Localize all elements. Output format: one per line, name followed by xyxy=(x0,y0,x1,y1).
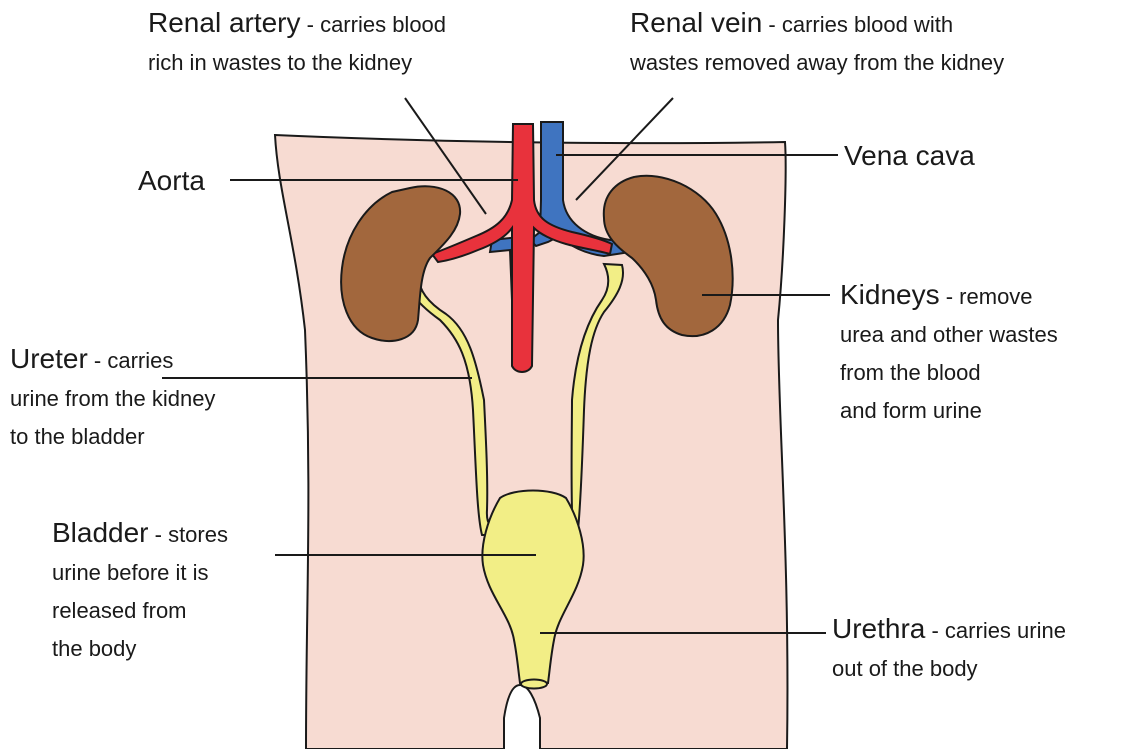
aorta-label: Aorta xyxy=(138,162,205,202)
bladder-label: Bladder - stores urine before it is rele… xyxy=(52,514,228,668)
urethra-opening-icon xyxy=(521,680,547,689)
ureter-desc-3: to the bladder xyxy=(10,418,215,456)
bladder-desc-3: released from xyxy=(52,592,228,630)
renal-artery-desc-2: rich in wastes to the kidney xyxy=(148,44,446,82)
vena-cava-label: Vena cava xyxy=(844,137,975,177)
renal-vein-desc-2: wastes removed away from the kidney xyxy=(630,44,1004,82)
kidneys-desc-2: urea and other wastes xyxy=(840,316,1058,354)
renal-vein-term: Renal vein xyxy=(630,7,762,38)
urethra-term: Urethra xyxy=(832,613,925,644)
ureter-term: Ureter xyxy=(10,343,88,374)
ureter-label: Ureter - carries urine from the kidney t… xyxy=(10,340,215,456)
renal-artery-term: Renal artery xyxy=(148,7,301,38)
renal-vein-desc: - carries blood with xyxy=(762,12,953,37)
renal-vein-label: Renal vein - carries blood with wastes r… xyxy=(630,4,1004,82)
kidneys-desc-3: from the blood xyxy=(840,354,1058,392)
urethra-desc-2: out of the body xyxy=(832,650,1066,688)
kidneys-desc: - remove xyxy=(940,284,1033,309)
vena-cava-term: Vena cava xyxy=(844,140,975,171)
kidneys-term: Kidneys xyxy=(840,279,940,310)
urethra-label: Urethra - carries urine out of the body xyxy=(832,610,1066,688)
renal-artery-label: Renal artery - carries blood rich in was… xyxy=(148,4,446,82)
kidneys-label: Kidneys - remove urea and other wastes f… xyxy=(840,276,1058,430)
ureter-desc: - carries xyxy=(88,348,174,373)
bladder-desc-2: urine before it is xyxy=(52,554,228,592)
urethra-desc: - carries urine xyxy=(925,618,1066,643)
ureter-desc-2: urine from the kidney xyxy=(10,380,215,418)
bladder-term: Bladder xyxy=(52,517,149,548)
kidneys-desc-4: and form urine xyxy=(840,392,1058,430)
aorta-term: Aorta xyxy=(138,165,205,196)
renal-artery-desc: - carries blood xyxy=(301,12,447,37)
bladder-desc-4: the body xyxy=(52,630,228,668)
bladder-desc: - stores xyxy=(149,522,228,547)
